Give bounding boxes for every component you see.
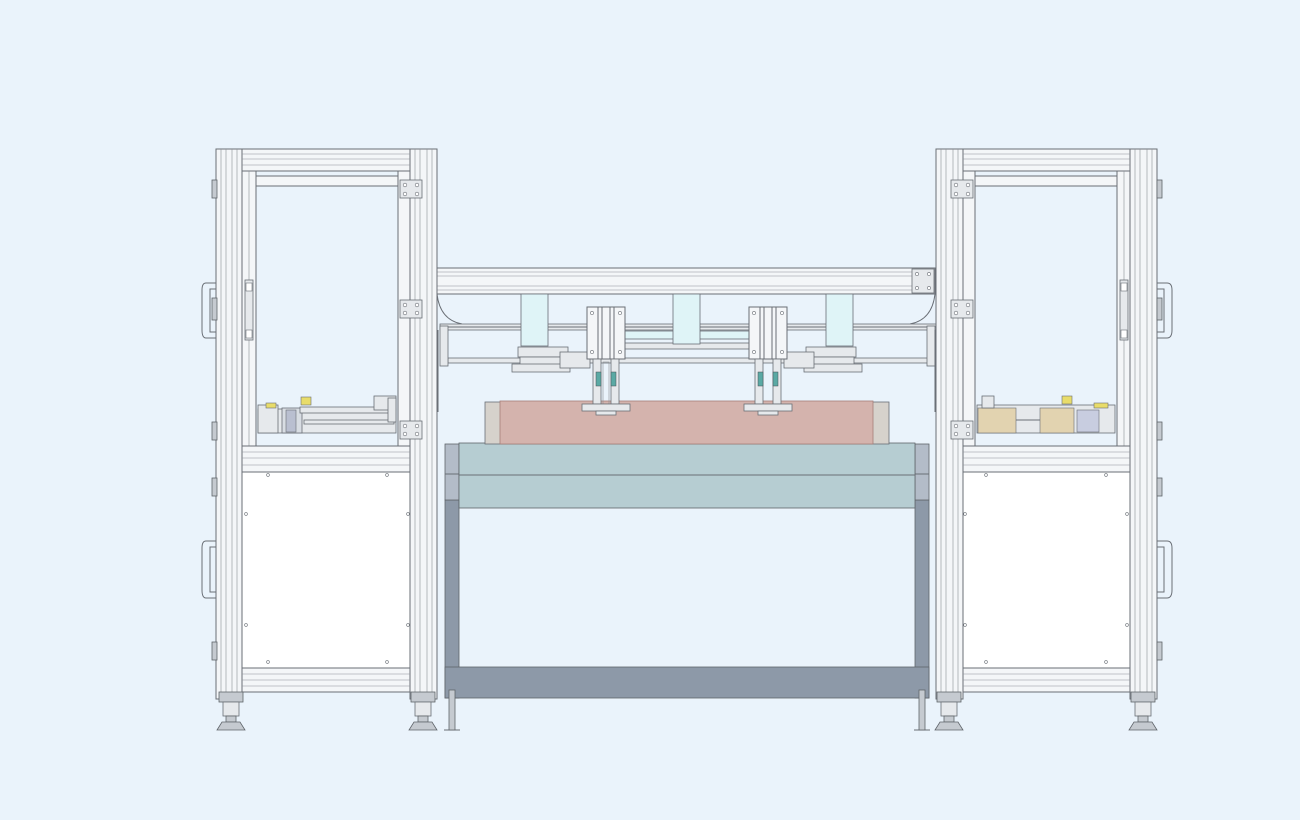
leveling-foot-icon [934, 691, 964, 731]
left-cabinet [201, 148, 438, 731]
leveling-foot-icon [1128, 691, 1158, 731]
right-cabinet [934, 148, 1173, 731]
right-post-outer [1129, 148, 1158, 700]
leveling-foot-icon [216, 691, 246, 731]
leveling-foot-icon [408, 691, 438, 731]
head-right-slide [748, 306, 788, 360]
right-lower-panel [962, 471, 1131, 669]
vertical-slide-actuator-icon [743, 306, 863, 416]
cylinder-windows [520, 293, 854, 347]
conveyor-bottom-rail [444, 666, 930, 699]
product-block [484, 400, 890, 445]
left-lower-panel [241, 471, 411, 669]
gantry-end-plate [911, 268, 935, 294]
head-right-plate [743, 403, 793, 412]
vertical-slide-actuator-icon [511, 306, 631, 416]
conveyor-endcap-right [914, 443, 930, 501]
belt-conveyor-icon [444, 442, 930, 731]
head-left-plate [581, 403, 631, 412]
conveyor-endcap-left [444, 443, 460, 501]
left-post-outer [215, 148, 243, 700]
head-left-slide [586, 306, 626, 360]
